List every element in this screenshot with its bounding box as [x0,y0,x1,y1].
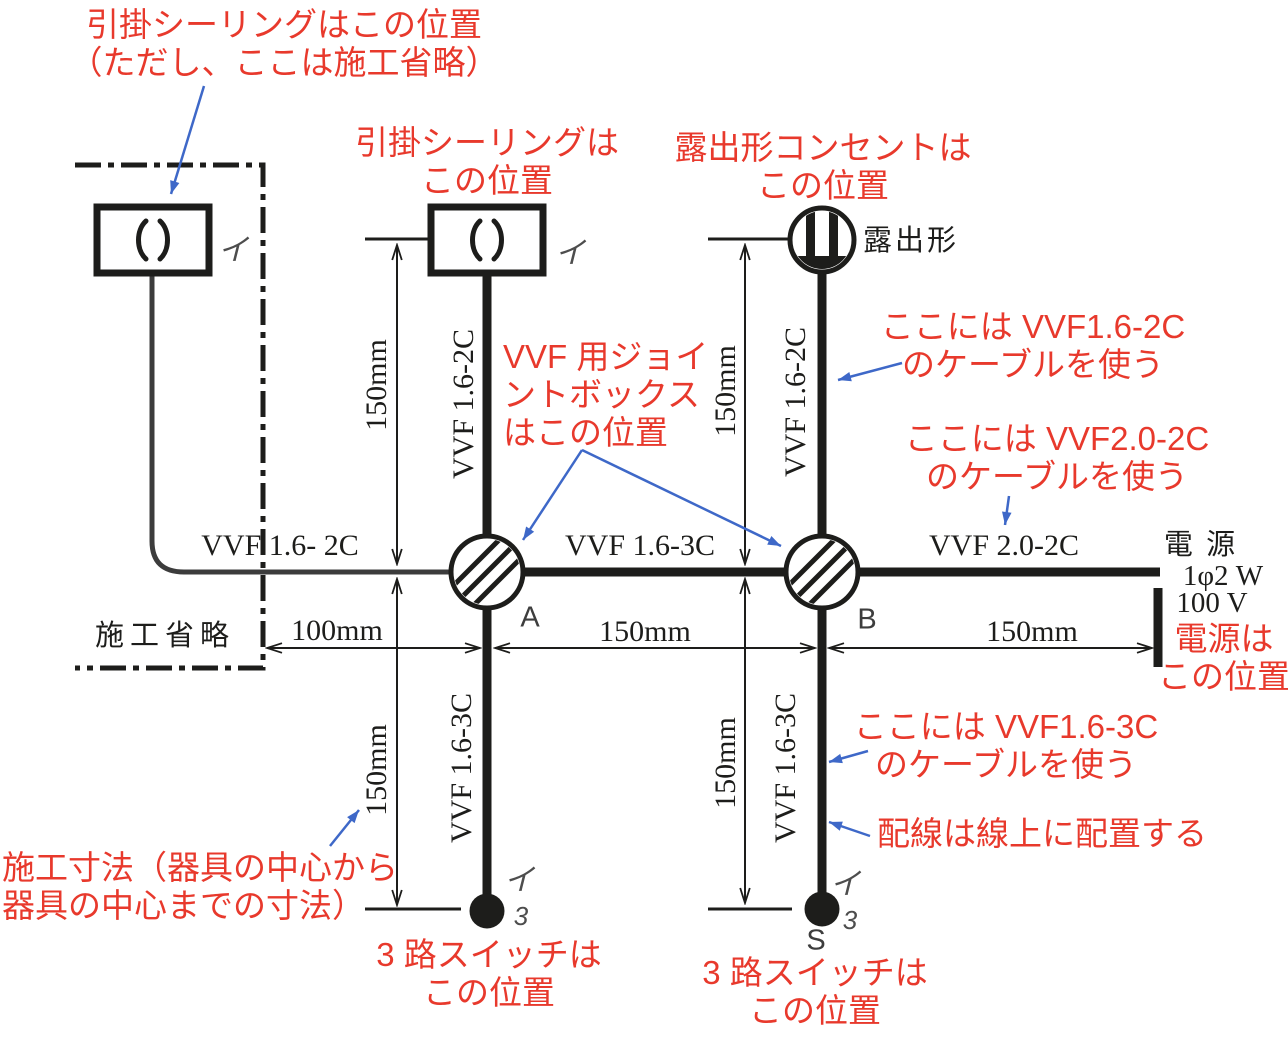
annotation-ceiling-omitted: 引掛シーリングはこの位置 （ただし、ここは施工省略） [70,6,499,82]
cable-label-vvf16-2c-ceiling: VVF 1.6-2C [447,328,480,480]
annotation-line: 3 路スイッチは [702,954,928,991]
annotation-line: VVF 用ジョイ [503,338,709,375]
exposed-outlet-symbol [787,205,857,275]
annotation-cable-vvf16-2c: ここには VVF1.6-2C のケーブルを使う [881,308,1185,384]
fixture-i-label-ceiling: イ [555,237,585,270]
annotation-switch-b: 3 路スイッチは この位置 [702,954,928,1030]
annotation-switch-a: 3 路スイッチは この位置 [376,936,602,1012]
annotation-line: 3 路スイッチは [376,936,602,973]
dim-label-150mm-b-power: 150mm [986,615,1078,648]
dim-label-150mm-switch-a: 150mm [360,724,393,816]
annotation-line: ここには VVF1.6-2C [880,308,1186,345]
annotation-joint-box: VVF 用ジョイ ントボックス はこの位置 [503,338,708,452]
omitted-section-boundary [75,162,266,671]
annotation-line: この位置 [423,974,555,1011]
switch-b-three-label: 3 [842,905,858,935]
ceiling-light-symbol-omitted [93,203,213,277]
arrow-to-omitted-ceiling [169,85,206,195]
power-source-label: 電 源 [1163,529,1239,561]
annotation-line: はこの位置 [503,414,668,451]
annotation-line: この位置 [749,992,881,1029]
dim-label-100mm: 100mm [291,614,383,647]
arrow-to-vvf16-2c-cable [837,361,903,382]
joint-box-b-symbol [783,533,861,611]
annotation-line: 引掛シーリングはこの位置 [86,6,482,43]
annotation-line: ここには VVF1.6-3C [853,708,1159,745]
cable-label-vvf16-3c-switch-b: VVF 1.6-3C [769,692,802,844]
annotation-line: のケーブルを使う [925,458,1189,495]
joint-box-a-symbol [448,533,526,611]
arrow-wiring-on-line [828,820,871,838]
power-phase-label: 1φ2 W [1182,560,1264,592]
joint-box-b-label: B [857,603,877,636]
annotation-line: （ただし、ここは施工省略） [69,44,499,81]
arrow-to-vvf20-2c-cable [1002,495,1012,526]
ceiling-light-symbol [427,203,547,277]
cable-label-vvf16-3c-middle: VVF 1.6-3C [564,529,716,562]
cable-label-vvf16-2c-left: VVF 1.6- 2C [201,529,359,562]
annotation-line: ここには VVF2.0-2C [904,420,1210,457]
cable-label-vvf20-2c-right: VVF 2.0-2C [928,529,1080,562]
annotation-cable-vvf16-3c: ここには VVF1.6-3C のケーブルを使う [854,708,1158,784]
wire-omitted-ceiling-to-joint-a [149,273,458,575]
annotation-line: 配線は線上に配置する [877,815,1207,852]
dim-label-150mm-switch-b: 150mm [709,717,742,809]
dim-label-150mm-ceiling: 150mm [360,339,393,431]
three-way-switch-b-symbol [804,891,840,927]
annotation-line: 施工寸法（器具の中心から [2,849,398,886]
exposed-type-label: 露出形 [862,225,960,257]
annotation-line: この位置 [757,167,889,204]
annotation-line: ントボックス [503,376,701,413]
switch-a-three-label: 3 [513,901,529,931]
arrow-to-vvf16-3c-cable [828,749,869,764]
switch-a-i-label: イ [504,864,534,897]
annotation-dimension-note: 施工寸法（器具の中心から 器具の中心までの寸法） [2,849,398,925]
switch-s-label: S [806,924,826,957]
annotation-wiring-on-line: 配線は線上に配置する [877,815,1207,853]
annotation-line: のケーブルを使う [874,746,1138,783]
joint-box-a-label: A [520,601,540,634]
cable-label-vvf16-2c-outlet: VVF 1.6-2C [779,326,812,478]
cable-label-vvf16-3c-switch-a: VVF 1.6-3C [445,692,478,844]
annotation-power-position: 電源は この位置 [1158,620,1288,696]
annotation-line: 引掛シーリングは [355,124,619,161]
power-voltage-label: 100 V [1176,587,1248,619]
arrow-dimension-note [329,809,360,847]
switch-b-i-label: イ [830,868,860,901]
dim-label-150mm-outlet: 150mm [709,345,742,437]
three-way-switch-a-symbol [469,893,505,929]
annotation-line: 器具の中心までの寸法） [2,887,365,924]
annotation-line: のケーブルを使う [901,346,1165,383]
annotation-line: この位置 [421,162,553,199]
fixture-i-label-omitted: イ [218,234,248,267]
annotation-line: この位置 [1158,658,1288,695]
annotation-cable-vvf20-2c: ここには VVF2.0-2C のケーブルを使う [905,420,1209,496]
arrow-to-joint-b [581,448,782,548]
annotation-line: 露出形コンセントは [674,129,972,166]
arrow-to-joint-a [521,449,584,541]
annotation-outlet: 露出形コンセントは この位置 [675,129,972,205]
dim-label-150mm-ab: 150mm [599,615,691,648]
construction-omitted-label: 施工省略 [94,620,236,652]
annotation-ceiling: 引掛シーリングは この位置 [355,124,619,200]
annotation-line: 電源は [1174,620,1274,657]
